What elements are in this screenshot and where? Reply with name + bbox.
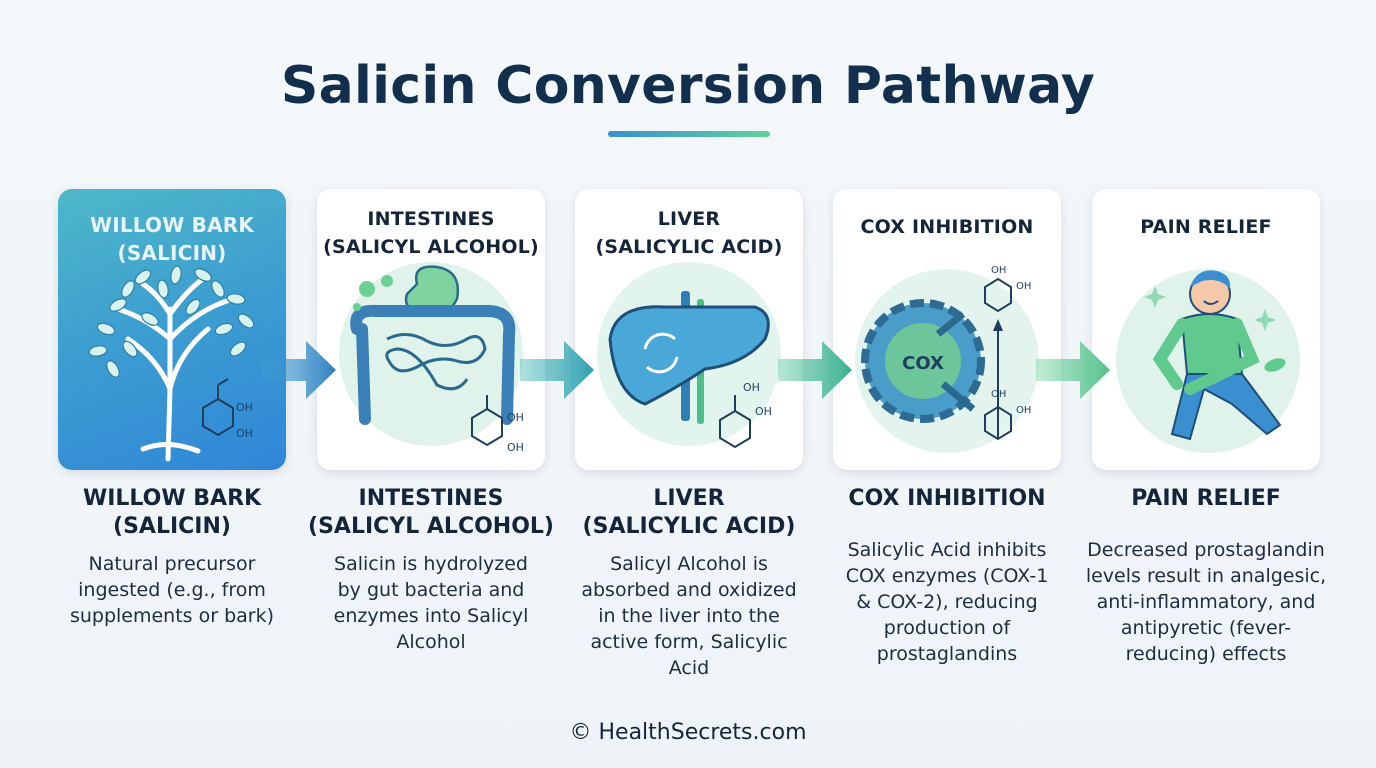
chem-label: OH: [1016, 281, 1031, 292]
cox-label: COX: [902, 353, 944, 374]
card-title-cox: COX INHIBITION: [860, 216, 1034, 238]
card-title-pain-relief: PAIN RELIEF: [1140, 216, 1272, 238]
step-label-liver: LIVER (SALICYLIC ACID): [582, 486, 796, 539]
chem-label: OH: [236, 401, 253, 414]
chem-label: OH: [991, 389, 1006, 400]
step-description-pain-relief: Decreased prostaglandin levels result in…: [1085, 539, 1327, 665]
page-title: Salicin Conversion Pathway: [280, 56, 1096, 116]
card-liver: OH OH LIVER (SALICYLIC ACID): [575, 189, 803, 470]
card-title-liver: LIVER (SALICYLIC ACID): [595, 208, 783, 258]
person-icon: [1116, 269, 1300, 453]
arrow-right-icon: [778, 341, 852, 399]
step-label-willow-bark: WILLOW BARK (SALICIN): [82, 486, 262, 539]
card-title-intestines: INTESTINES (SALICYL ALCOHOL): [323, 208, 539, 258]
arrow-right-icon: [520, 341, 594, 399]
card-title-willow-bark: WILLOW BARK (SALICIN): [89, 213, 255, 265]
chem-label: OH: [236, 427, 253, 440]
title-underline: [608, 131, 770, 137]
step-label-intestines: INTESTINES (SALICYL ALCOHOL): [308, 486, 554, 539]
chem-label: OH: [991, 265, 1006, 276]
liver-icon: OH OH: [597, 262, 781, 449]
cox-enzyme-icon: COX OH OH OH OH: [855, 265, 1039, 453]
card-willow-bark: WILLOW BARK (SALICIN): [58, 189, 286, 470]
footer-copyright: © HealthSecrets.com: [569, 720, 807, 745]
step-label-cox: COX INHIBITION: [848, 486, 1046, 511]
intestines-icon: OH OH: [339, 262, 524, 454]
step-description-cox: Salicylic Acid inhibits COX enzymes (COX…: [845, 539, 1049, 665]
step-description-intestines: Salicin is hydrolyzed by gut bacteria an…: [333, 553, 529, 653]
card-pain-relief: PAIN RELIEF: [1092, 189, 1320, 470]
arrow-right-icon: [1036, 341, 1110, 399]
arrow-right-icon: [262, 341, 336, 399]
chem-label: OH: [743, 381, 760, 394]
chem-label: OH: [507, 441, 524, 454]
chem-label: OH: [507, 411, 524, 424]
chem-label: OH: [1016, 405, 1031, 416]
chem-label: OH: [755, 405, 772, 418]
step-label-pain-relief: PAIN RELIEF: [1131, 486, 1281, 511]
step-description-liver: Salicyl Alcohol is absorbed and oxidized…: [581, 553, 797, 679]
tree-icon: OH OH: [88, 265, 255, 462]
step-description-willow-bark: Natural precursor ingested (e.g., from s…: [69, 553, 275, 627]
card-cox-inhibition: COX OH OH OH OH COX INHIBITION: [833, 189, 1061, 470]
card-intestines: OH OH INTESTINES (SALICYL ALCOHOL): [317, 189, 545, 470]
